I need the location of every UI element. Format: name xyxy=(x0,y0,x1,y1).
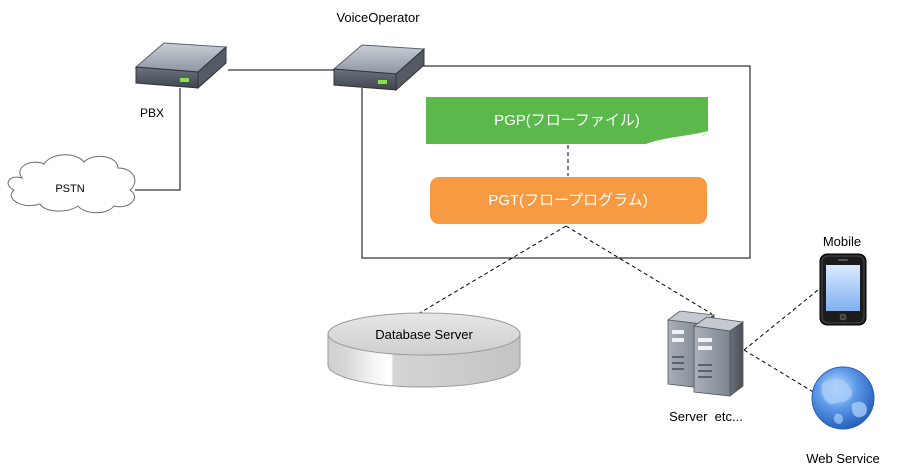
voiceoperator-box-line xyxy=(361,65,751,259)
voiceoperator-device-icon xyxy=(332,44,426,92)
database-server-label: Database Server xyxy=(375,327,473,342)
server-label: Server etc... xyxy=(669,409,743,424)
pgt-server-dashed-line xyxy=(565,225,713,315)
pbx-pstn-line xyxy=(135,88,181,191)
pbx-label: PBX xyxy=(140,106,164,120)
pgt-label: PGT(フロープログラム) xyxy=(488,192,647,209)
database-server-icon xyxy=(327,312,521,388)
pgp-banner xyxy=(426,97,708,144)
solid-connections xyxy=(135,65,751,259)
pgp-label: PGP(フローファイル) xyxy=(494,112,640,129)
server-icon xyxy=(666,310,745,397)
pgt-database-dashed-line xyxy=(417,225,567,315)
mobile-phone-icon xyxy=(819,253,867,326)
dashed-connections xyxy=(417,145,819,394)
globe-icon xyxy=(811,366,875,430)
pstn-label: PSTN xyxy=(55,183,84,195)
pstn-cloud-icon xyxy=(7,154,136,214)
web-service-label: Web Service xyxy=(806,451,879,466)
voiceoperator-label: VoiceOperator xyxy=(336,10,420,25)
pbx-device-icon xyxy=(134,42,228,90)
pgt-box xyxy=(430,177,707,224)
server-mobile-dashed-line xyxy=(743,289,819,351)
mobile-label: Mobile xyxy=(823,234,861,249)
server-web-dashed-line xyxy=(743,349,816,394)
